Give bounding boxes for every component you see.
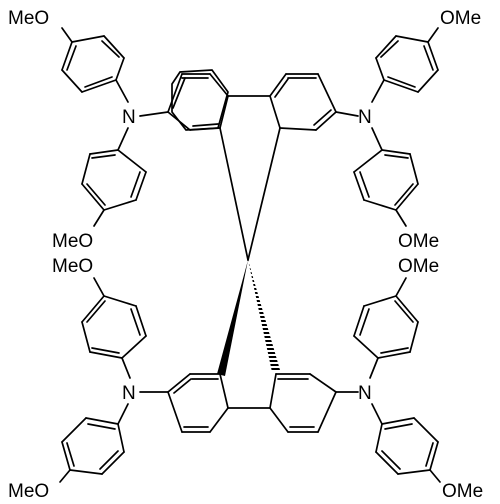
lower-fluorene (167, 260, 337, 433)
hashed-bond (248, 260, 280, 372)
bottom-left-amine: MeO N MeO (8, 256, 169, 502)
top-right-methoxy-lower: OMe (398, 231, 439, 252)
bottom-right-aryl-upper (353, 277, 419, 379)
bottom-left-methoxy-upper: MeO (52, 256, 93, 277)
top-left-amine: MeO N MeO (8, 8, 169, 252)
bottom-left-aryl-upper (81, 277, 147, 379)
upper-left-ring (167, 69, 229, 131)
top-left-aryl-lower (81, 127, 147, 227)
upper-right-ring (269, 73, 337, 131)
bottom-right-methoxy-lower: OMe (442, 481, 483, 502)
bottom-left-methoxy-lower: MeO (8, 481, 49, 502)
top-left-aryl-upper (61, 27, 129, 103)
bottom-right-amine: OMe N OMe (335, 256, 483, 502)
bottom-right-nitrogen: N (358, 383, 372, 404)
bottom-right-methoxy-upper: OMe (398, 256, 439, 277)
upper-spiro-bond-right (247, 127, 281, 261)
bottom-left-aryl-lower (59, 403, 129, 483)
top-right-methoxy-upper: OMe (440, 8, 481, 29)
top-left-nitrogen: N (122, 107, 136, 128)
lower-left-ring (167, 373, 229, 433)
top-right-aryl-upper (371, 27, 439, 103)
lower-right-ring (269, 373, 337, 433)
upper-fluorene (167, 69, 337, 261)
top-right-aryl-lower (353, 127, 419, 227)
bottom-right-aryl-lower (371, 403, 441, 483)
bottom-left-nitrogen: N (122, 383, 136, 404)
wedge-bond (217, 260, 248, 376)
top-left-methoxy-lower: MeO (52, 231, 93, 252)
top-left-methoxy-upper: MeO (8, 8, 49, 29)
top-right-amine: OMe N OMe (335, 8, 481, 252)
upper-spiro-bond-left (219, 127, 249, 261)
top-right-nitrogen: N (358, 107, 372, 128)
